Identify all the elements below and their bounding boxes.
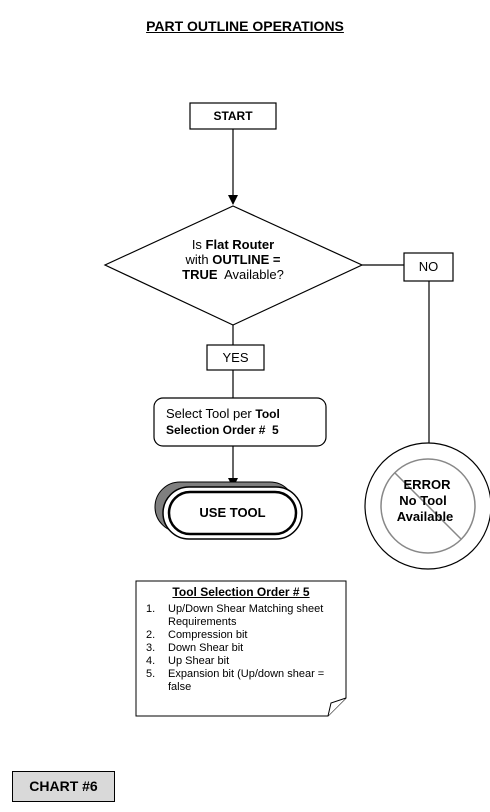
decision-line3-post: Available? [217,267,284,282]
list-item-number: 3. [146,642,156,654]
decision-line1-bold: Flat Router [205,237,275,252]
no-symbol-slash [394,472,462,540]
page-title: PART OUTLINE OPERATIONS [146,18,344,34]
start-box [189,102,277,130]
select-tool-line1-bold: Tool [255,407,280,421]
error-text: ERROR No Tool Available [385,477,475,525]
decision-line3-bold: TRUE [182,267,218,282]
error-line3: Available [396,509,454,524]
use-tool-inner [167,490,298,536]
list-item: 2. Compression bit [146,629,341,642]
list-item-number: 4. [146,655,156,667]
list-item-text: Expansion bit (Up/down shear = false [168,668,325,693]
list-item-text: Up Shear bit [168,655,230,667]
select-tool-text: Select Tool per Tool Selection Order # 5 [166,406,324,438]
start-label: START [213,109,253,123]
list-item-text: Up/Down Shear Matching sheet Requirement… [168,603,324,628]
no-box [403,252,454,282]
list-item: 4. Up Shear bit [146,655,341,668]
error-line1: ERROR [403,477,451,492]
decision-text: Is Flat Router with OUTLINE = TRUE Avail… [160,237,306,282]
yes-box [206,344,265,371]
decision-line1-pre: Is [191,237,206,252]
list-item-text: Down Shear bit [168,642,244,654]
no-label: NO [418,259,439,274]
select-tool-box [153,397,327,447]
list-item-number: 2. [146,629,156,641]
select-tool-line1-pre: Select Tool per [166,406,256,421]
list-item: 1. Up/Down Shear Matching sheet Requireme… [146,603,341,629]
note-list: 1. Up/Down Shear Matching sheet Requireme… [146,603,341,694]
tool-selection-note: Tool Selection Order # 5 1. Up/Down Shear… [136,581,346,716]
decision-line2-pre: with [185,252,213,267]
list-item-text: Compression bit [168,629,248,641]
note-fold [327,697,347,717]
note-title: Tool Selection Order # 5 [172,585,310,599]
decision-line2-bold: OUTLINE = [212,252,281,267]
use-tool-label: USE TOOL [199,505,266,520]
decision-diamond [103,205,364,326]
list-item: 5. Expansion bit (Up/down shear = false [146,668,341,694]
list-item-number: 1. [146,603,156,615]
yes-label: YES [222,350,249,365]
list-item: 3. Down Shear bit [146,642,341,655]
select-tool-line2-bold: Selection Order # 5 [166,423,279,437]
chart-label: CHART #6 [12,771,115,802]
list-item-number: 5. [146,668,156,680]
error-line2: No Tool [399,493,447,508]
